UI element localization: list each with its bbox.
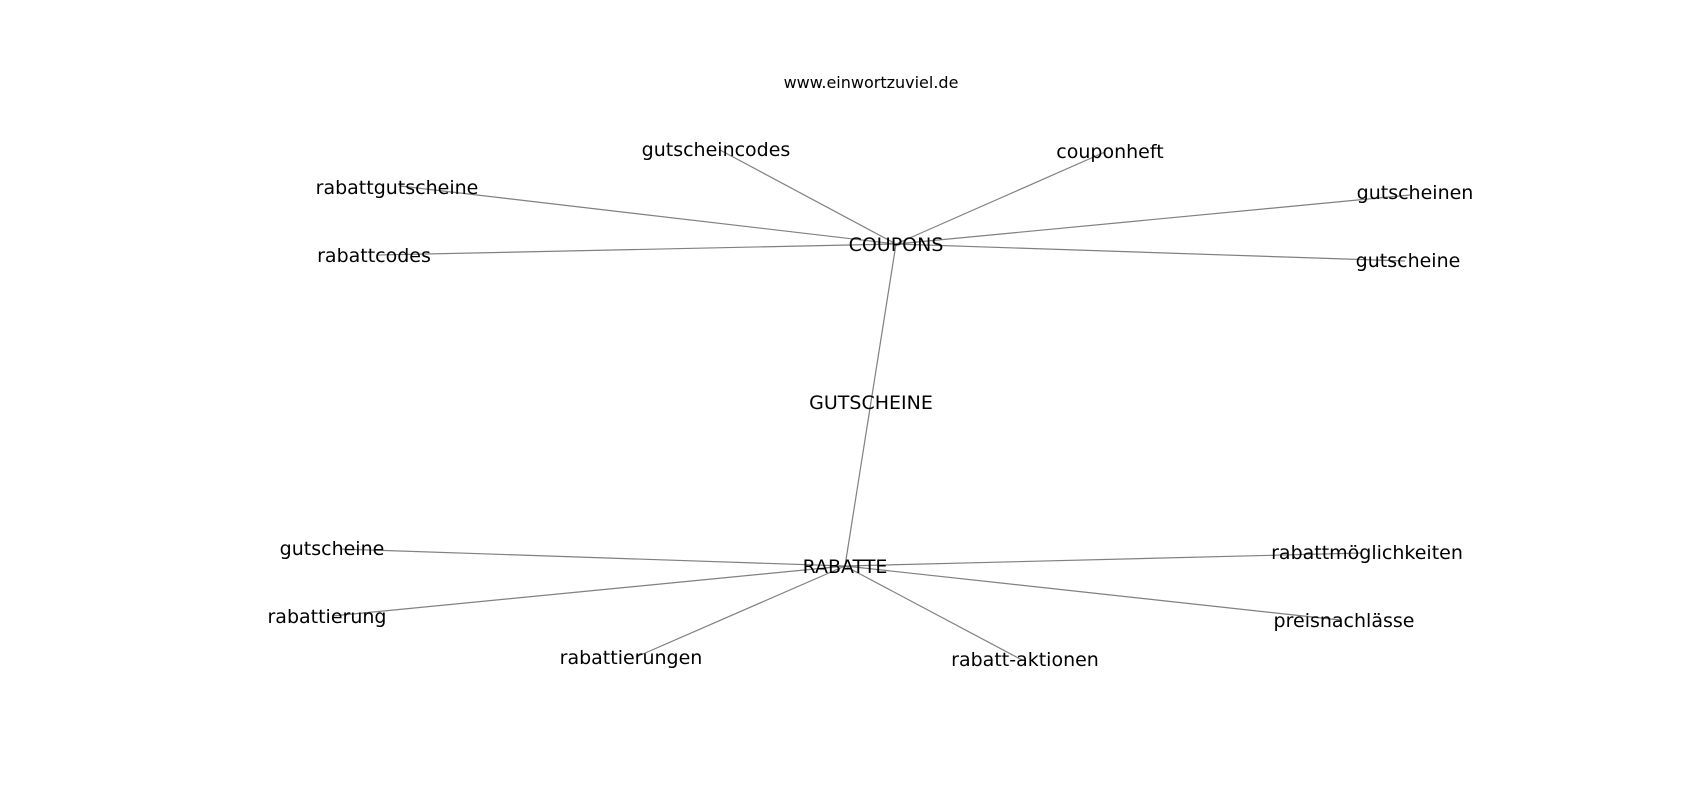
- edge-rabatte-r4: [844, 565, 1341, 621]
- hub-node-label-coupons: COUPONS: [849, 234, 944, 256]
- leaf-node-label-c1: gutscheincodes: [642, 139, 791, 161]
- labels: www.einwortzuviel.de GUTSCHEINE COUPONS R…: [268, 73, 1474, 671]
- leaf-node-label-r3: rabattierung: [268, 606, 387, 628]
- edge-coupons-c3: [399, 185, 897, 245]
- edge-rabatte-r6: [844, 565, 1023, 661]
- edge-coupons-rabatte: [844, 243, 897, 567]
- edge-coupons-c5: [377, 243, 897, 256]
- edge-rabatte-r1: [339, 548, 846, 567]
- leaf-node-label-c4: gutscheinen: [1357, 182, 1474, 204]
- edges: [331, 149, 1411, 661]
- edge-coupons-c1: [719, 149, 897, 245]
- leaf-node-label-r4: preisnachlässe: [1274, 610, 1415, 632]
- hub-node-label-rabatte: RABATTE: [803, 556, 888, 578]
- edge-coupons-c4: [895, 194, 1411, 245]
- edge-coupons-c6: [895, 243, 1406, 262]
- edge-coupons-c2: [895, 151, 1106, 245]
- edge-rabatte-r5: [635, 565, 846, 658]
- leaf-node-label-r6: rabatt-aktionen: [951, 649, 1099, 671]
- leaf-node-label-r1: gutscheine: [280, 538, 385, 560]
- leaf-node-label-c2: couponheft: [1056, 141, 1163, 163]
- leaf-node-label-r5: rabattierungen: [560, 647, 703, 669]
- leaf-node-label-c6: gutscheine: [1356, 250, 1461, 272]
- leaf-node-label-c3: rabattgutscheine: [316, 177, 479, 199]
- center-node-label: GUTSCHEINE: [809, 392, 933, 414]
- site-label: www.einwortzuviel.de: [784, 73, 959, 92]
- edge-rabatte-r3: [331, 565, 846, 617]
- leaf-node-label-c5: rabattcodes: [317, 245, 431, 267]
- leaf-node-label-r2: rabattmöglichkeiten: [1271, 542, 1463, 564]
- edge-rabatte-r2: [844, 552, 1363, 567]
